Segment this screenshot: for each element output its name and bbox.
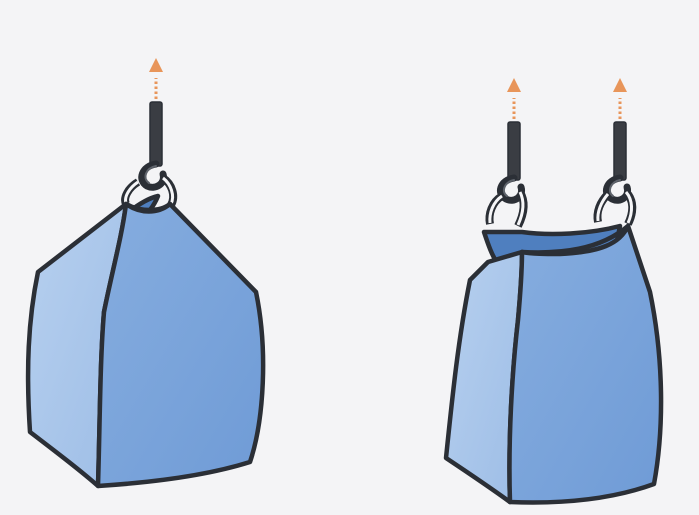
lift-arrow-icon xyxy=(507,78,521,124)
crane-hook-icon xyxy=(138,101,167,191)
lift-arrow-icon xyxy=(613,78,627,124)
bulk-bag-single xyxy=(25,193,266,489)
double-hook-lift-scene xyxy=(443,78,664,505)
crane-hook-icon xyxy=(602,121,632,204)
bulk-bag-double xyxy=(443,223,664,505)
lifting-loop xyxy=(485,189,528,228)
single-hook-lift-scene xyxy=(25,58,266,489)
lifting-loop xyxy=(593,189,637,226)
lift-arrow-icon xyxy=(149,58,163,104)
crane-hook-icon xyxy=(496,121,526,204)
